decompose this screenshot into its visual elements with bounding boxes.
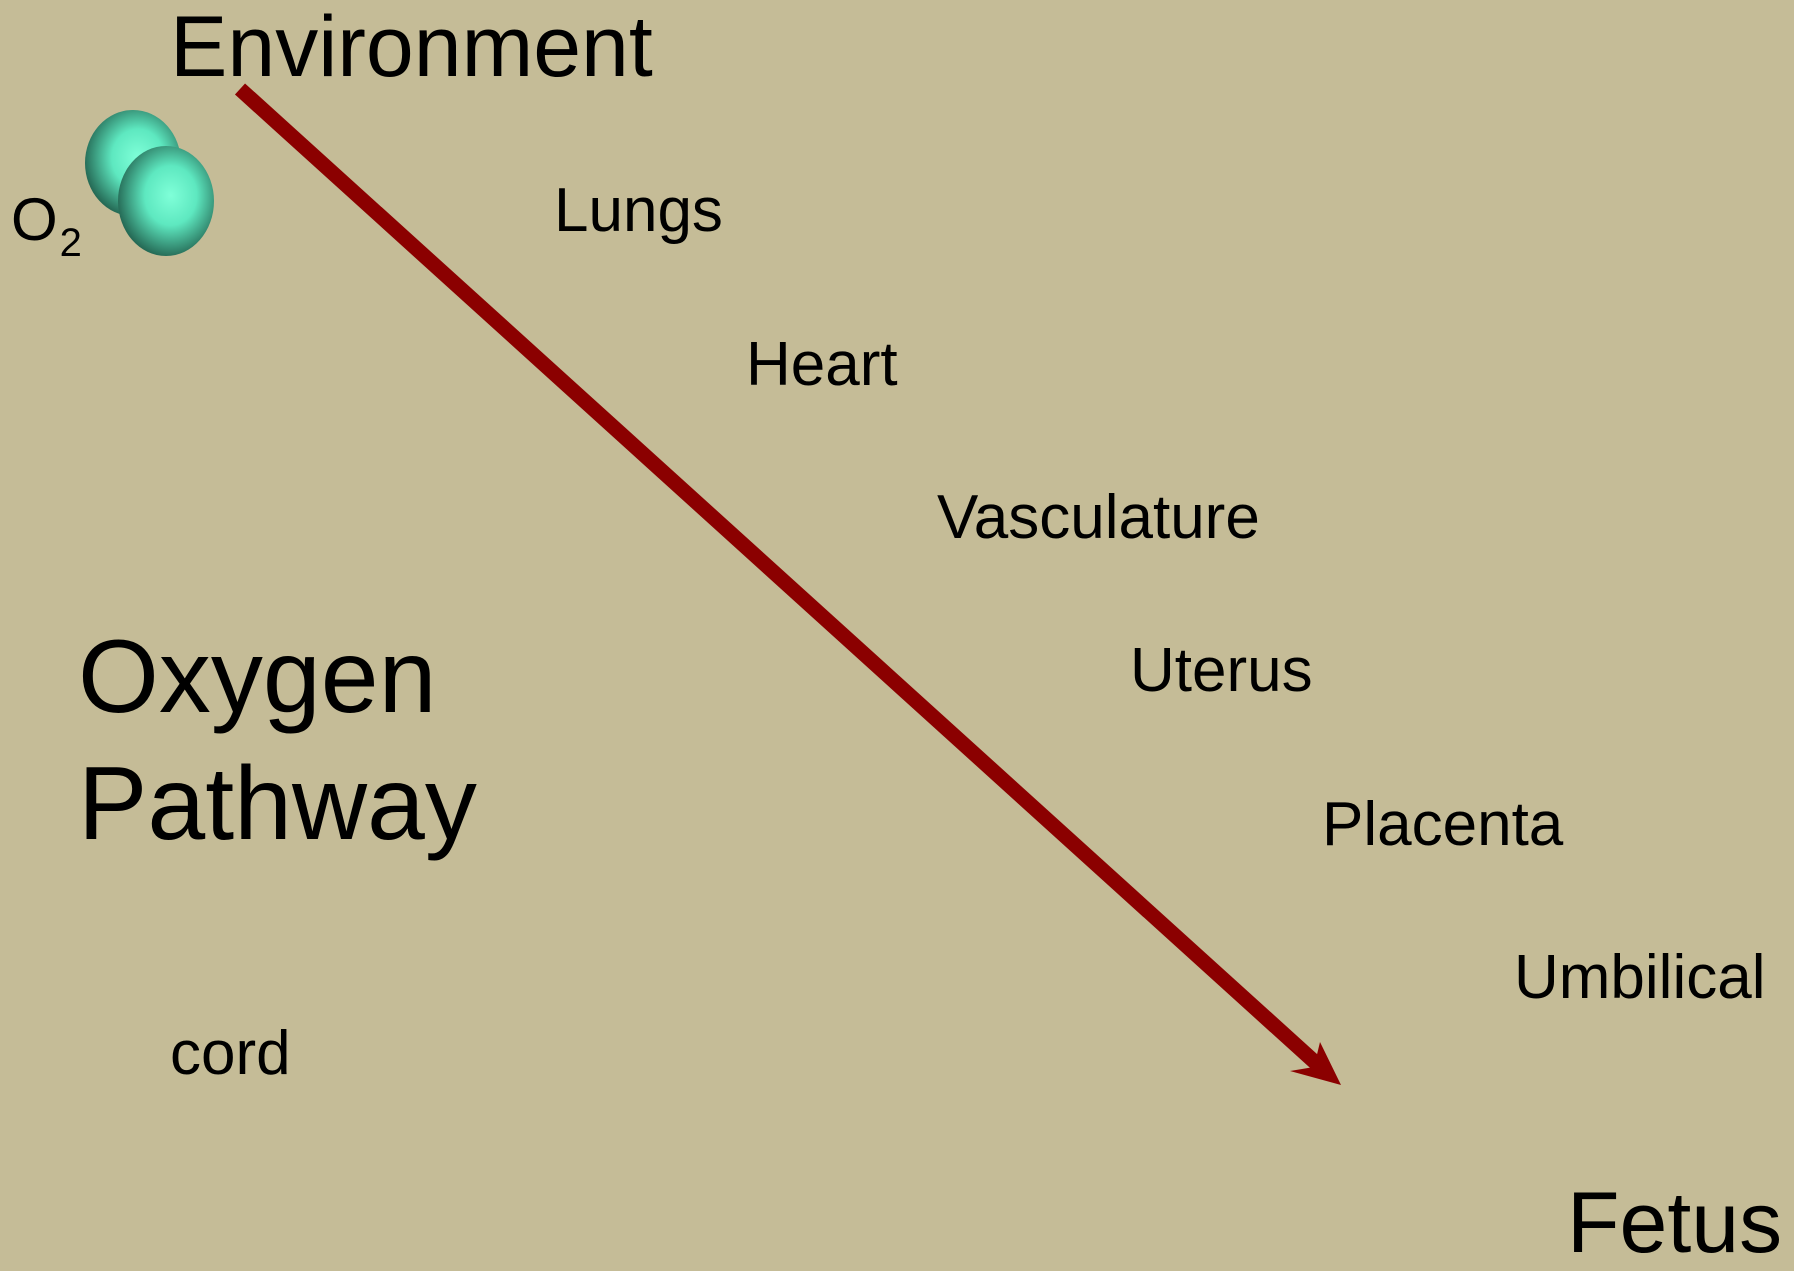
oxygen-atom-front (118, 146, 214, 256)
step-uterus: Uterus (1130, 640, 1313, 702)
fetus-label: Fetus (1567, 1180, 1782, 1266)
step-umbilical: Umbilical (1514, 947, 1765, 1009)
pathway-arrow (240, 89, 1341, 1085)
environment-label: Environment (170, 4, 653, 90)
oxygen-molecule-icon (85, 110, 214, 256)
o2-label: O2 (11, 190, 82, 250)
step-vasculature: Vasculature (937, 487, 1260, 549)
step-placenta: Placenta (1322, 794, 1563, 856)
step-cord: cord (170, 1023, 291, 1085)
o2-symbol: O (11, 186, 58, 253)
step-heart: Heart (746, 334, 898, 396)
title-line-2: Pathway (78, 741, 477, 868)
page-title: Oxygen Pathway (78, 614, 477, 868)
o2-subscript: 2 (60, 221, 82, 265)
pathway-arrow-shaft (240, 89, 1318, 1065)
title-line-1: Oxygen (78, 614, 477, 741)
step-lungs: Lungs (554, 180, 723, 242)
